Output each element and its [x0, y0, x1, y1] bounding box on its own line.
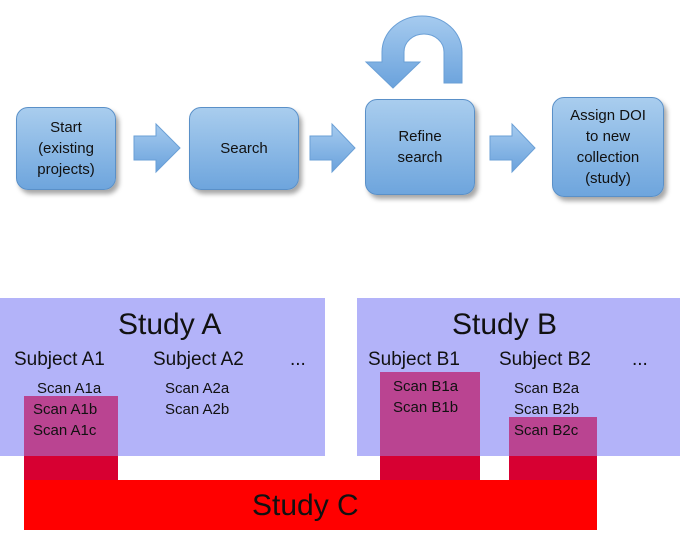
subject-a2-label: Subject A2: [153, 349, 244, 370]
arrow-right-icon-3: [489, 122, 536, 174]
study-c-title: Study C: [252, 489, 359, 522]
study-a-title: Study A: [118, 308, 222, 341]
overlap-b2: [509, 417, 597, 480]
study-b-title: Study B: [452, 308, 558, 341]
subject-a1-label: Subject A1: [14, 349, 105, 370]
scan-a1a: Scan A1a: [37, 380, 102, 397]
loop-arrow-icon: [364, 15, 463, 89]
scan-b2b: Scan B2b: [514, 401, 580, 418]
scan-b1a: Scan B1a: [393, 378, 459, 395]
overlap-b1: [380, 372, 480, 480]
flow-step-start: Start (existing projects): [16, 107, 116, 190]
scan-a1c: Scan A1c: [33, 422, 97, 439]
arrow-right-icon-2: [309, 122, 356, 174]
scan-b2a: Scan B2a: [514, 380, 580, 397]
more-subjects-a: ...: [290, 349, 306, 370]
flow-step-assign-doi: Assign DOI to new collection (study): [552, 97, 664, 197]
scan-a2a: Scan A2a: [165, 380, 230, 397]
flow-arrows: [133, 15, 536, 174]
flow-step-refine-search: Refine search: [365, 99, 475, 195]
scan-a2b: Scan A2b: [165, 401, 230, 418]
scan-b1b: Scan B1b: [393, 399, 459, 416]
scan-b2c: Scan B2c: [514, 422, 579, 439]
scan-a1b: Scan A1b: [33, 401, 98, 418]
overlap-a1: [24, 396, 118, 480]
subject-b1-label: Subject B1: [368, 349, 460, 370]
more-subjects-b: ...: [632, 349, 648, 370]
flow-step-search: Search: [189, 107, 299, 190]
subject-b2-label: Subject B2: [499, 349, 591, 370]
arrow-right-icon-1: [133, 122, 181, 174]
